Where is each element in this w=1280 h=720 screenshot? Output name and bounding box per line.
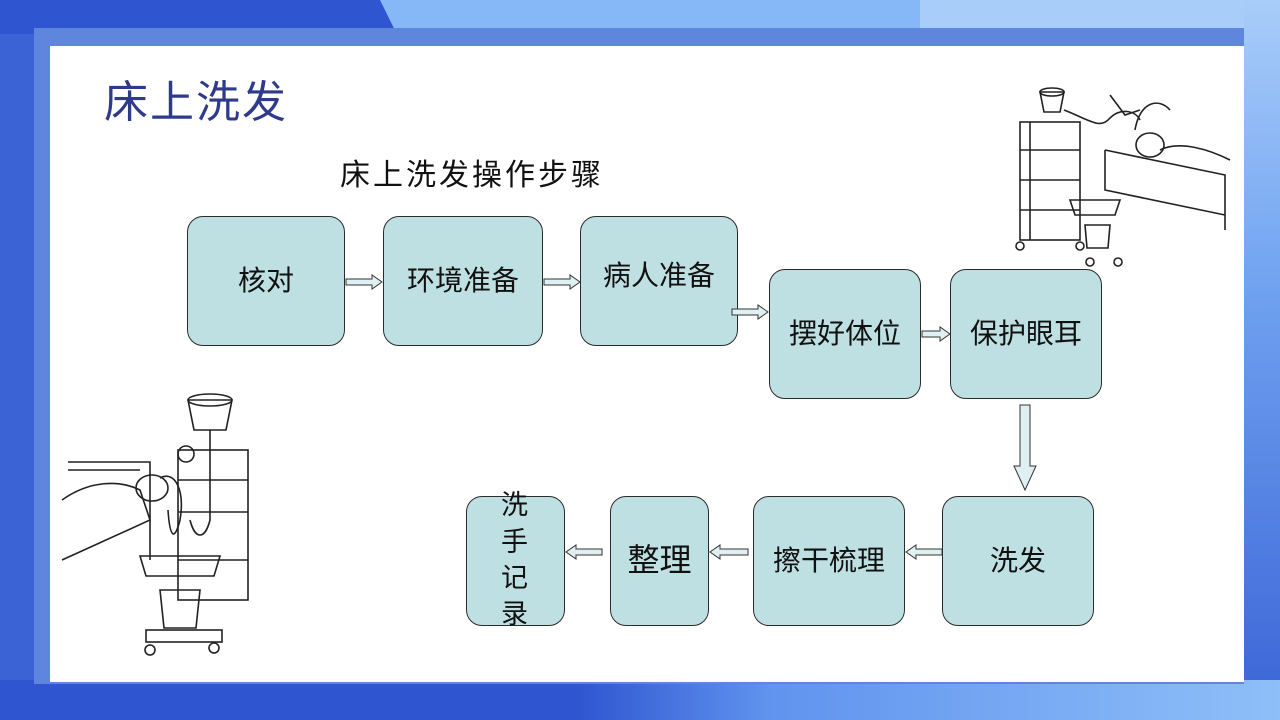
step-position: 摆好体位 xyxy=(769,269,921,399)
background-band-right xyxy=(1244,0,1280,720)
bed-hair-washing-illustration-bottom xyxy=(61,393,249,656)
arrow-wash-to-dry xyxy=(905,544,943,560)
step-position-label: 摆好体位 xyxy=(788,317,901,351)
step-env-prep: 环境准备 xyxy=(383,216,543,346)
step-env-prep-label: 环境准备 xyxy=(406,264,519,298)
step-patient-prep-label: 病人准备 xyxy=(602,259,715,292)
arrow-verify-to-env xyxy=(345,274,383,290)
step-wash: 洗发 xyxy=(942,496,1094,626)
step-protect-label: 保护眼耳 xyxy=(969,317,1082,351)
step-tidy-label: 整理 xyxy=(627,541,692,580)
background-band-bottom xyxy=(0,680,1280,720)
arrow-protect-to-wash xyxy=(1013,404,1037,492)
step-verify-label: 核对 xyxy=(237,264,294,298)
step-dry-comb: 擦干梳理 xyxy=(753,496,905,626)
arrow-patient-to-position xyxy=(731,304,769,320)
diagram-subtitle: 床上洗发操作步骤 xyxy=(340,158,604,193)
step-tidy: 整理 xyxy=(610,496,709,626)
bed-hair-washing-illustration-top xyxy=(1015,87,1231,267)
step-patient-prep: 病人准备 xyxy=(580,216,738,346)
arrow-tidy-to-hands xyxy=(565,544,603,560)
arrow-env-to-patient xyxy=(543,274,581,290)
step-dry-comb-label: 擦干梳理 xyxy=(772,544,885,578)
arrow-position-to-protect xyxy=(921,326,951,342)
arrow-dry-to-tidy xyxy=(709,544,749,560)
step-wash-hands-record: 洗 手 记 录 xyxy=(466,490,565,630)
step-wash-label: 洗发 xyxy=(989,544,1046,578)
step-verify: 核对 xyxy=(187,216,345,346)
step-wash-hands-label: 洗 手 xyxy=(501,490,538,558)
step-protect: 保护眼耳 xyxy=(950,269,1102,399)
slide-title: 床上洗发 xyxy=(104,77,288,128)
step-record-label: 记 录 xyxy=(501,563,538,631)
